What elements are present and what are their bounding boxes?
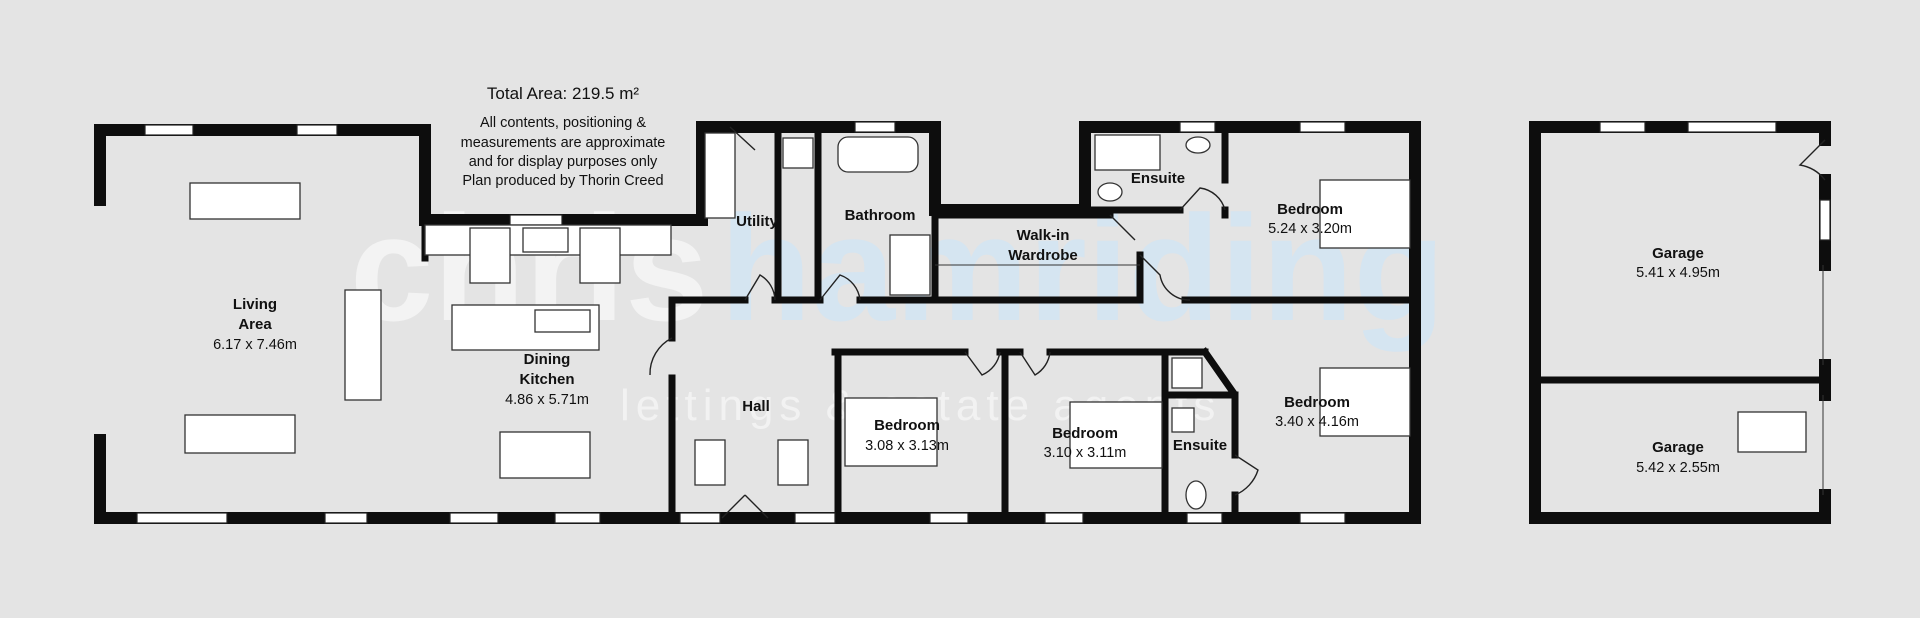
shower-tray-icon <box>1094 134 1161 171</box>
garage1-dims: 5.41 x 4.95m <box>1636 265 1720 281</box>
living-name-2: Area <box>238 316 272 333</box>
skylight-icon <box>579 227 621 284</box>
disclaimer-line-2: measurements are approximate <box>461 135 666 151</box>
bed-3 <box>1069 401 1163 469</box>
bedroom2-dims: 3.08 x 3.13m <box>865 438 949 454</box>
ensuite2-basin-icon <box>1171 407 1195 433</box>
skylight-icon <box>777 439 809 486</box>
shower-icon <box>889 234 931 296</box>
total-area: Total Area: 219.5 m² <box>487 84 639 103</box>
bath-icon <box>837 136 919 173</box>
kitchen-name-1: Dining <box>524 351 571 368</box>
walkin-name-2: Wardrobe <box>1008 247 1077 264</box>
bed-4 <box>1319 367 1411 437</box>
windows <box>136 121 1831 524</box>
garage-walls <box>1529 121 1831 524</box>
sofa-bottom <box>184 414 296 454</box>
skylight-icon <box>1737 411 1807 453</box>
garage2-name: Garage <box>1652 439 1704 456</box>
disclaimer-line-1: All contents, positioning & <box>480 115 646 131</box>
ensuite1-name: Ensuite <box>1131 170 1185 187</box>
utility-sink-icon <box>782 137 814 169</box>
kitchen-name-2: Kitchen <box>519 371 574 388</box>
area-info: Total Area: 219.5 m² All contents, posit… <box>461 84 666 189</box>
bedroom4-dims: 3.40 x 4.16m <box>1275 414 1359 430</box>
living-dims: 6.17 x 7.46m <box>213 337 297 353</box>
ensuite2-shower-icon <box>1171 357 1203 389</box>
bedroom2-name: Bedroom <box>874 417 940 434</box>
walkin-name-1: Walk-in <box>1017 227 1070 244</box>
sofa-right <box>344 289 382 401</box>
skylight-icon <box>694 439 726 486</box>
skylight-icon <box>469 227 511 284</box>
garage2-dims: 5.42 x 2.55m <box>1636 460 1720 476</box>
bathroom-name: Bathroom <box>845 207 916 224</box>
room-labels: Living Area 6.17 x 7.46m Dining Kitchen … <box>213 170 1720 476</box>
toilet-icon <box>1097 182 1123 202</box>
bedroom3-dims: 3.10 x 3.11m <box>1044 445 1127 461</box>
hob-icon <box>522 227 569 253</box>
bedroom1-name: Bedroom <box>1277 201 1343 218</box>
bedroom3-name: Bedroom <box>1052 425 1118 442</box>
ensuite2-toilet-icon <box>1185 480 1207 510</box>
disclaimer-line-4: Plan produced by Thorin Creed <box>462 173 663 189</box>
bedroom1-dims: 5.24 x 3.20m <box>1268 221 1352 237</box>
kitchen-dims: 4.86 x 5.71m <box>505 392 589 408</box>
sofa-top <box>189 182 301 220</box>
garage1-name: Garage <box>1652 245 1704 262</box>
living-name-1: Living <box>233 296 277 313</box>
bed-2 <box>844 397 938 467</box>
dining-table <box>499 431 591 479</box>
sink-icon <box>534 309 591 333</box>
ensuite2-name: Ensuite <box>1173 437 1227 454</box>
hall-name: Hall <box>742 398 770 415</box>
disclaimer-line-3: and for display purposes only <box>469 154 658 170</box>
bed-1 <box>1319 179 1411 249</box>
utility-cupboard <box>704 132 736 219</box>
doors <box>649 126 1826 519</box>
bedroom4-name: Bedroom <box>1284 394 1350 411</box>
basin-icon <box>1185 136 1211 154</box>
utility-name: Utility <box>736 213 778 230</box>
furniture <box>184 132 1807 510</box>
